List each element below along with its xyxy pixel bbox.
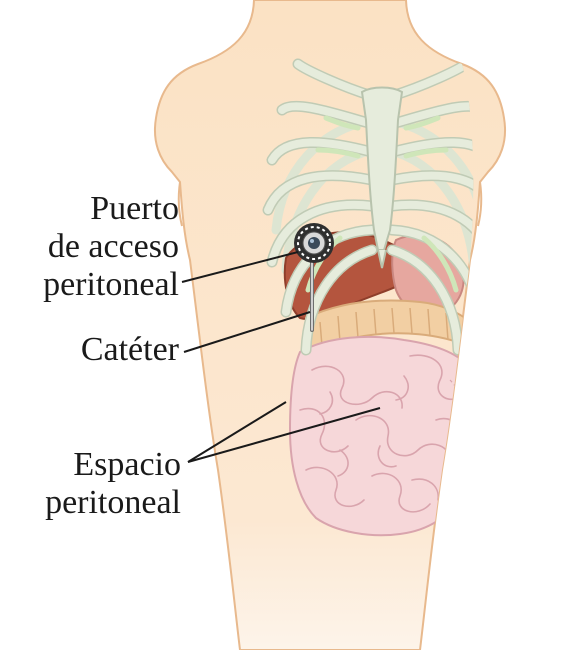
port-label-line-1: Puerto	[43, 190, 179, 228]
port-label-line-3: peritoneal	[43, 266, 179, 304]
catheter-label: Catéter	[81, 331, 179, 369]
catheter-label-text: Catéter	[81, 331, 179, 369]
peritoneal-space-label: Espacio peritoneal	[45, 446, 181, 522]
space-label-line-1: Espacio	[45, 446, 181, 484]
small-intestine	[290, 337, 476, 535]
port-device	[294, 223, 334, 263]
port-label-line-2: de acceso	[43, 228, 179, 266]
space-label-line-2: peritoneal	[45, 484, 181, 522]
port-label: Puerto de acceso peritoneal	[43, 190, 179, 304]
